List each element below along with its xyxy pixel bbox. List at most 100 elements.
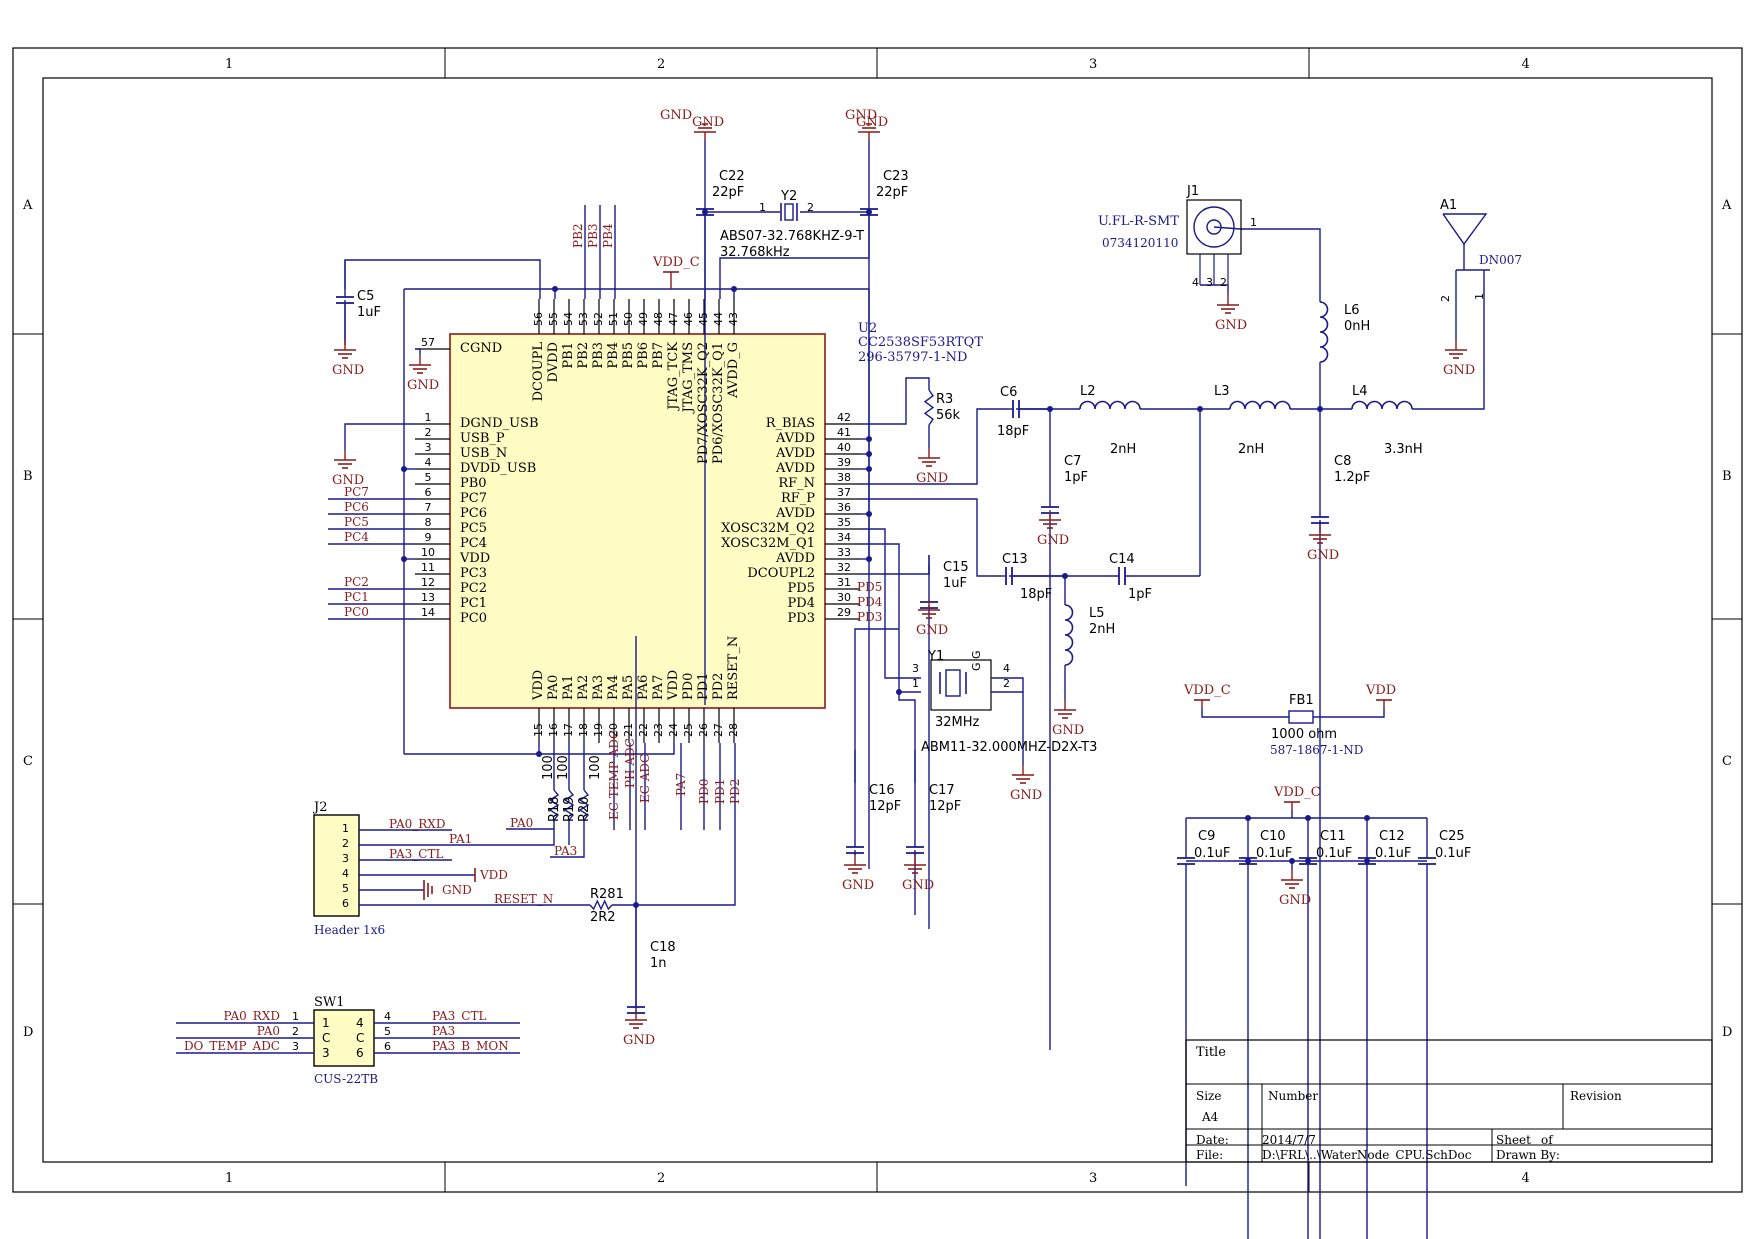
decoupling-cap-value: 0.1uF — [1194, 846, 1231, 861]
j1-coax-icon — [1193, 206, 1235, 248]
u2-pin-name: RF_P — [780, 491, 815, 506]
u2-pin-number: 45 — [697, 312, 710, 326]
u2-pin-name: CGND — [460, 341, 503, 356]
decoupling-cap-ref: C25 — [1439, 829, 1465, 844]
y1-gnd-pads: G G — [970, 650, 983, 671]
fb1-icon — [1288, 710, 1314, 724]
wire — [1240, 228, 1321, 302]
y1-pin-number: 4 — [1003, 662, 1010, 675]
c23-value: 22pF — [876, 185, 909, 200]
r20-ref: R20 — [577, 796, 592, 822]
resistor-icon — [578, 789, 590, 821]
j1-pin-icon — [1213, 226, 1241, 230]
decoupling-cap-ref: C10 — [1260, 829, 1286, 844]
drawn-by-label: Drawn By: — [1496, 1148, 1560, 1162]
net-label: PA0_RXD — [389, 817, 446, 831]
c22-ref: C22 — [719, 169, 745, 184]
c22-value: 22pF — [712, 185, 745, 200]
u2-pin-name: PB4 — [606, 342, 621, 369]
gnd-label: GND — [407, 378, 440, 393]
number-label: Number — [1268, 1089, 1319, 1103]
r19-value: 100 — [556, 755, 571, 780]
sw1-body — [313, 1009, 375, 1067]
u2-chip-body — [449, 333, 826, 709]
u2-pin-number: 4 — [424, 456, 432, 469]
u2-pin-name: PD0 — [681, 672, 696, 700]
a1-pin-number: 2 — [1439, 295, 1452, 302]
zone-column-label: 4 — [1521, 57, 1530, 72]
u2-part-number: CC2538SF53RTQT — [858, 335, 984, 350]
net-label: PD5 — [857, 580, 883, 594]
u2-pin-number: 47 — [667, 312, 680, 326]
j2-pin-number: 6 — [342, 897, 349, 910]
zone-row-label: A — [1722, 198, 1732, 213]
net-label: PC6 — [344, 500, 369, 514]
junction-dot — [401, 556, 407, 562]
u2-pin-number: 57 — [421, 336, 435, 349]
junction-dot — [866, 466, 872, 472]
net-label: PD0 — [697, 778, 711, 804]
j2-pin-number: 3 — [342, 852, 349, 865]
u2-pin-name: R_BIAS — [765, 416, 815, 431]
j1-part: U.FL-R-SMT — [1098, 214, 1180, 229]
gnd-label: GND — [442, 883, 472, 897]
r18-ref: R18 — [547, 796, 562, 822]
a1-ref: A1 — [1440, 198, 1458, 213]
junction-dot — [866, 436, 872, 442]
net-label: PD4 — [857, 595, 883, 609]
u2-pin-number: 40 — [837, 441, 851, 454]
gnd-label: GND — [856, 115, 889, 130]
c15-ref: C15 — [943, 560, 969, 575]
j2-pin-number: 2 — [342, 837, 349, 850]
c5-ref: C5 — [357, 289, 375, 304]
sw1-inner-label: 4 — [356, 1016, 364, 1030]
u2-pin-number: 23 — [652, 723, 665, 737]
c5-value: 1uF — [357, 305, 381, 320]
resistor-icon — [563, 789, 575, 821]
net-label: PB2 — [571, 223, 585, 248]
junction-dot — [866, 451, 872, 457]
antenna-icon — [1442, 213, 1488, 246]
u2-pin-number: 24 — [667, 723, 680, 737]
u2-pin-name: DCOUPL — [531, 342, 546, 402]
a1-pin-number: 1 — [1473, 293, 1486, 300]
j2-ref: J2 — [314, 800, 328, 815]
u2-pin-number: 25 — [682, 723, 695, 737]
u2-pin-name: PD1 — [696, 672, 711, 700]
gnd-label: GND — [916, 471, 949, 486]
u2-pin-number: 35 — [837, 516, 851, 529]
u2-pin-name: XOSC32M_Q2 — [721, 521, 815, 536]
junction-dot — [1305, 815, 1311, 821]
net-label: PC2 — [344, 575, 369, 589]
net-label: DO_TEMP_ADC — [183, 1039, 280, 1053]
u2-pin-number: 7 — [424, 501, 432, 514]
u2-pin-name: VDD — [460, 551, 491, 566]
u2-pin-name: USB_N — [460, 446, 508, 461]
wire — [898, 692, 916, 783]
c6-ref: C6 — [1000, 385, 1018, 400]
inductor-icon — [1064, 604, 1074, 666]
u2-pin-name: PC1 — [460, 596, 487, 611]
zone-row-label: A — [23, 198, 33, 213]
net-label: PB4 — [601, 223, 615, 248]
u2-pin-name: PB0 — [460, 476, 487, 491]
wire — [612, 830, 736, 906]
gnd-label: GND — [916, 623, 949, 638]
l4-ref: L4 — [1352, 384, 1368, 399]
a1-part: DN007 — [1479, 253, 1523, 267]
wire — [719, 212, 870, 299]
c13-ref: C13 — [1002, 552, 1028, 567]
c16-ref: C16 — [869, 783, 895, 798]
r281-value: 2R2 — [590, 910, 616, 925]
u2-pin-number: 46 — [682, 312, 695, 326]
u2-pin-name: PC0 — [460, 611, 487, 626]
u2-pin-number: 2 — [424, 426, 432, 439]
zone-column-label: 4 — [1521, 1171, 1530, 1186]
u2-pin-number: 21 — [622, 723, 635, 737]
u2-pin-name: AVDD — [776, 461, 815, 476]
c14-value: 1pF — [1128, 587, 1153, 602]
wire — [550, 820, 585, 858]
u2-pin-name: PA4 — [606, 674, 621, 700]
gnd-label: GND — [1010, 788, 1043, 803]
y2-ref: Y2 — [781, 189, 798, 204]
